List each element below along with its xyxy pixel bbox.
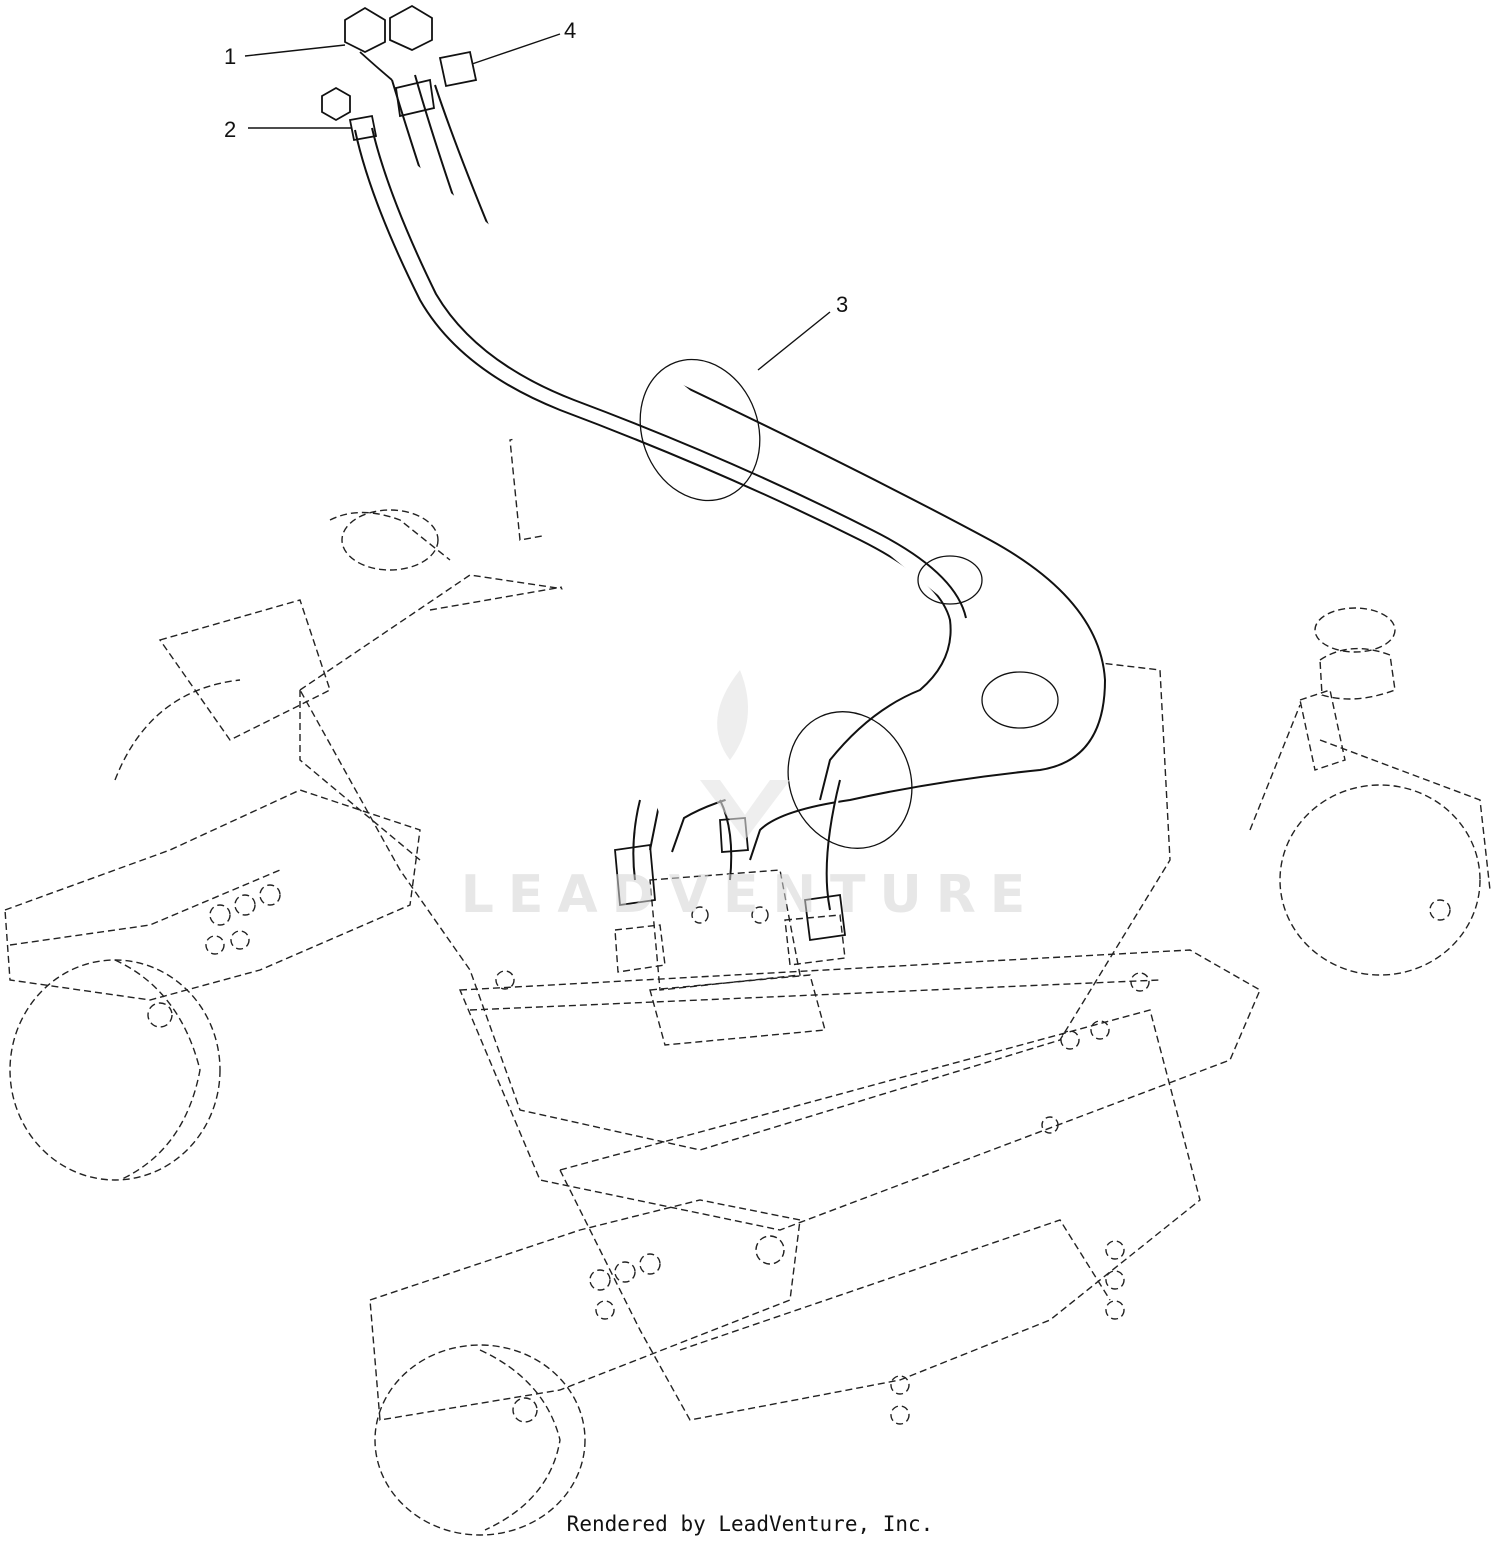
watermark-text: LEADVENTURE [461, 865, 1040, 925]
callout-4-label: 4 [564, 18, 576, 43]
callouts: 1 2 3 4 [224, 18, 848, 371]
callout-4: 4 [471, 18, 576, 65]
hydraulic-motor [614, 869, 846, 1046]
hose-clamp [639, 358, 1059, 849]
watermark: LEADVENTURE [461, 670, 1040, 925]
callout-1-label: 1 [224, 44, 236, 69]
hose-assembly [321, 4, 1107, 942]
callout-2-label: 2 [224, 117, 236, 142]
callout-1: 1 [224, 44, 346, 69]
callout-2: 2 [224, 117, 352, 142]
footer-credit: Rendered by LeadVenture, Inc. [566, 1512, 934, 1536]
callout-3-label: 3 [836, 292, 848, 317]
callout-3: 3 [757, 292, 848, 371]
